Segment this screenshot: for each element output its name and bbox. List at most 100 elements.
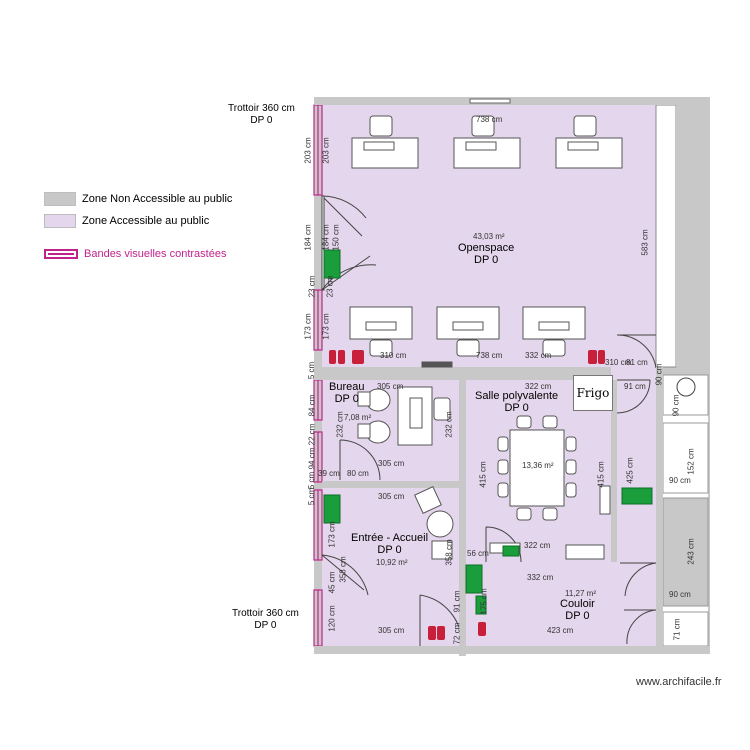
dim-bureau-80: 80 cm — [347, 469, 369, 478]
water-heater — [676, 377, 696, 397]
vdim-l-5b: 5 cm — [307, 471, 317, 490]
doors — [321, 195, 657, 647]
dim-bureau-305b: 305 cm — [378, 459, 405, 468]
vdim-r-90c: 90 cm — [654, 363, 664, 386]
meeting-table — [497, 415, 611, 560]
legend-swatch-non-accessible — [44, 192, 76, 206]
bureau-area: 7,08 m² — [344, 413, 372, 422]
vdim-s-415a: 415 cm — [478, 461, 488, 488]
bureau-dp: DP 0 — [334, 393, 359, 405]
vdim-r-71: 71 cm — [672, 618, 682, 641]
dim-entree-305: 305 cm — [378, 492, 405, 501]
openspace-label: Openspace DP 0 — [458, 242, 514, 266]
service-room-a — [662, 422, 709, 494]
right-outer-strip — [655, 104, 677, 368]
vdim-l-358b: 358 cm — [444, 539, 454, 566]
dim-right-90a: 90 cm — [669, 476, 691, 485]
vdim-l-120: 120 cm — [327, 605, 337, 632]
legend-label-non-accessible: Zone Non Accessible au public — [82, 193, 233, 205]
vdim-r-243: 243 cm — [686, 538, 696, 565]
dim-right-90b: 90 cm — [669, 590, 691, 599]
bureau-label: Bureau DP 0 — [329, 381, 364, 405]
desks-top — [351, 115, 623, 169]
dim-couloir-91: 91 cm — [624, 382, 646, 391]
couloir-floor — [466, 562, 656, 646]
vdim-b-232b: 232 cm — [444, 411, 454, 438]
openspace-right-nook — [611, 367, 656, 380]
salle-area: 13,36 m² — [522, 461, 554, 470]
fridge-label: Frigo — [573, 375, 613, 411]
dim-os-310: 310 cm — [380, 351, 407, 360]
dim-top-738: 738 cm — [476, 115, 503, 124]
vdim-l-22: 22 cm — [307, 423, 317, 446]
entree-name: Entrée - Accueil — [351, 532, 429, 544]
sidewalk-top-label: Trottoir 360 cm DP 0 — [228, 103, 295, 127]
sidewalk-bottom-text: Trottoir 360 cm — [232, 608, 299, 619]
dim-os-310b: 310 cm — [605, 358, 632, 367]
service-room-c — [662, 611, 709, 647]
couloir-area: 11,27 m² — [565, 589, 596, 598]
legend-swatch-bands — [44, 249, 78, 259]
desks-bottom — [349, 306, 586, 368]
sidewalk-top-dp: DP 0 — [250, 115, 273, 126]
vdim-l-5a: 5 cm — [307, 361, 317, 380]
salle-name: Salle polyvalente — [475, 390, 559, 402]
vdim-l-173c: 173 cm — [327, 521, 337, 548]
legend-bands: Bandes visuelles contrastées — [44, 247, 226, 261]
legend-swatch-accessible — [44, 214, 76, 228]
top-window — [469, 98, 511, 104]
vdim-e-91: 91 cm — [452, 590, 462, 613]
dim-bureau-305: 305 cm — [377, 382, 404, 391]
vdim-l-184a: 184 cm — [303, 224, 313, 251]
entree-dp: DP 0 — [377, 544, 402, 556]
vdim-l-5c: 5 cm — [307, 487, 317, 506]
vdim-s-415b: 415 cm — [596, 461, 606, 488]
vdim-l-358a: 358 cm — [338, 556, 348, 583]
couloir-vertical-floor — [617, 380, 656, 562]
service-shaft — [662, 374, 709, 416]
sidewalk-bottom-dp: DP 0 — [254, 620, 277, 631]
legend-label-bands: Bandes visuelles contrastées — [84, 248, 227, 260]
bureau-name: Bureau — [329, 381, 365, 393]
couloir-label: Couloir DP 0 — [560, 598, 595, 622]
vdim-l-150: 150 cm — [331, 224, 341, 251]
couloir-name: Couloir — [560, 598, 595, 610]
dim-salle-322: 322 cm — [525, 382, 552, 391]
vdim-e-175: 175 cm — [479, 588, 489, 615]
vdim-l-23a: 23 cm — [307, 275, 317, 298]
dim-os-81: 81 cm — [626, 358, 648, 367]
vdim-r-90d: 90 cm — [671, 394, 681, 417]
dim-couloir-332: 332 cm — [527, 573, 554, 582]
sidewalk-bottom-label: Trottoir 360 cm DP 0 — [232, 608, 299, 632]
dim-os-332: 332 cm — [525, 351, 552, 360]
vdim-c-425: 425 cm — [625, 457, 635, 484]
vdim-l-184b: 184 cm — [321, 224, 331, 251]
bureau-floor — [322, 380, 459, 481]
vdim-r-583: 583 cm — [640, 229, 650, 256]
contrasted-bands — [313, 104, 323, 647]
vdim-l-203a: 203 cm — [303, 137, 313, 164]
vdim-l-173b: 173 cm — [321, 313, 331, 340]
dim-os-738: 738 cm — [476, 351, 503, 360]
openspace-area: 43,03 m² — [473, 232, 505, 241]
entree-label: Entrée - Accueil DP 0 — [351, 532, 428, 556]
dim-entree-305b: 305 cm — [378, 626, 405, 635]
dim-bureau-39: 39 cm — [318, 469, 340, 478]
vdim-l-94: 94 cm — [307, 447, 317, 470]
salle-label: Salle polyvalente DP 0 — [475, 390, 558, 414]
couloir-dp: DP 0 — [565, 610, 590, 622]
legend-label-accessible: Zone Accessible au public — [82, 215, 210, 227]
dim-entree-56: 56 cm — [467, 549, 489, 558]
legend-non-accessible: Zone Non Accessible au public — [44, 192, 232, 206]
exit-signs — [323, 249, 653, 615]
vdim-l-173a: 173 cm — [303, 313, 313, 340]
extinguisher-marks — [329, 350, 605, 640]
bureau-furniture — [357, 386, 451, 446]
openspace-name: Openspace — [458, 242, 515, 254]
vdim-e-72: 72 cm — [452, 622, 462, 645]
vdim-l-203b: 203 cm — [321, 137, 331, 164]
entree-area: 10,92 m² — [376, 558, 408, 567]
salle-dp: DP 0 — [504, 402, 529, 414]
vdim-l-45: 45 cm — [327, 571, 337, 594]
